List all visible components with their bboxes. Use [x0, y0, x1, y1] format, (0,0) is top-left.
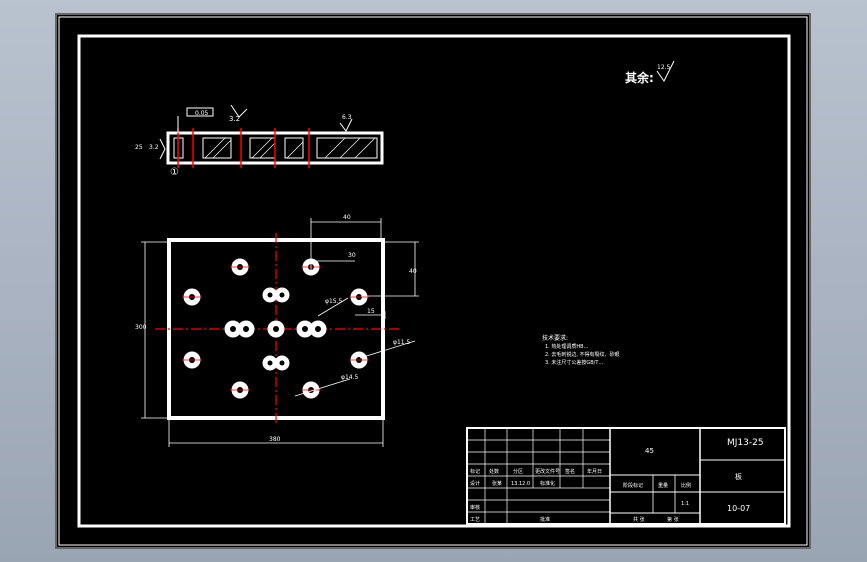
outer-frame — [58, 16, 808, 546]
dim-top-offset: 40 — [343, 214, 351, 221]
top-roughness: 6.3 — [342, 114, 352, 121]
tb-header-0: 标记 — [470, 468, 480, 475]
datum-marker: ① — [170, 167, 179, 178]
tb-drawing-number: MJ13-25 — [727, 438, 764, 448]
tb-scale: 1:1 — [681, 501, 689, 507]
tb-footer-0: 共 张 — [633, 516, 645, 523]
dim-hole-offset: 30 — [348, 252, 356, 259]
drawing-viewport[interactable]: 其余: 12.5 0.05 3.2 6.3 3.2 25 — [55, 13, 811, 549]
hole — [243, 326, 249, 332]
inner-frame — [77, 34, 791, 528]
tb-header-4: 签名 — [565, 468, 575, 475]
dim-hole-dia-2: φ11.5 — [393, 339, 411, 346]
dim-bottom-width: 380 — [269, 436, 281, 443]
hole-pattern — [182, 258, 369, 399]
section-tolerance: 0.05 — [195, 110, 209, 117]
tb-label-0: 审核 — [470, 504, 480, 511]
others-roughness-value: 12.5 — [657, 64, 671, 71]
tb-label-2: 批准 — [540, 516, 550, 523]
tb-design-3: 标准化 — [540, 480, 555, 487]
notes-line-2: 2. 去毛刺锐边, 不得有裂纹、砂眼 — [545, 351, 620, 358]
title-block-text: 45 MJ13-25 板 10-07 标记 处数 分区 更改文件号 签名 年月日… — [470, 438, 764, 523]
tb-header-3: 更改文件号 — [535, 468, 560, 475]
tb-header-5: 年月日 — [587, 468, 602, 475]
hole — [273, 326, 279, 332]
tb-design-2: 13.12.0 — [511, 481, 530, 487]
hole — [267, 292, 273, 298]
tb-sheet-code: 10-07 — [727, 504, 750, 513]
hole — [279, 292, 285, 298]
tb-label-1: 工艺 — [470, 517, 480, 523]
roughness-symbol — [656, 60, 675, 82]
tb-design-0: 设计 — [470, 480, 480, 487]
dim-small: 15 — [367, 308, 375, 315]
notes-line-3: 3. 未注尺寸公差按GB/T… — [545, 359, 603, 366]
dim-left-height: 300 — [135, 324, 147, 331]
section-left-height: 25 — [135, 144, 143, 151]
notes-line-1: 1. 热处理调质HB… — [545, 343, 589, 350]
tb-material: 45 — [645, 447, 654, 455]
tb-part-name: 板 — [735, 472, 742, 481]
dimension-lines — [141, 218, 419, 447]
section-left-dim: 3.2 — [149, 144, 159, 151]
hole — [230, 326, 236, 332]
tb-header-1: 处数 — [489, 468, 499, 475]
hole — [279, 360, 285, 366]
hole — [267, 360, 273, 366]
dim-hole-dia-3: φ14.5 — [341, 374, 359, 381]
dim-right-height: 40 — [409, 268, 417, 275]
tb-label-5: 比例 — [681, 482, 691, 489]
notes-title: 技术要求: — [542, 334, 568, 342]
section-roughness: 3.2 — [229, 115, 240, 123]
dim-hole-dia-1: φ15.5 — [325, 298, 343, 305]
hole — [302, 326, 308, 332]
tb-header-2: 分区 — [513, 468, 523, 475]
technical-notes: 技术要求: 1. 热处理调质HB… 2. 去毛刺锐边, 不得有裂纹、砂眼 3. … — [542, 334, 620, 366]
tb-design-1: 张某 — [492, 480, 502, 487]
title-block — [466, 427, 786, 525]
tb-label-3: 阶段标记 — [623, 482, 643, 489]
tb-label-4: 重量 — [658, 482, 668, 489]
tb-footer-1: 第 张 — [667, 516, 679, 523]
cad-drawing: 其余: 12.5 0.05 3.2 6.3 3.2 25 — [58, 16, 808, 546]
others-label: 其余: — [625, 70, 654, 85]
hole — [315, 326, 321, 332]
section-view: 0.05 3.2 6.3 3.2 25 ① — [135, 104, 384, 178]
